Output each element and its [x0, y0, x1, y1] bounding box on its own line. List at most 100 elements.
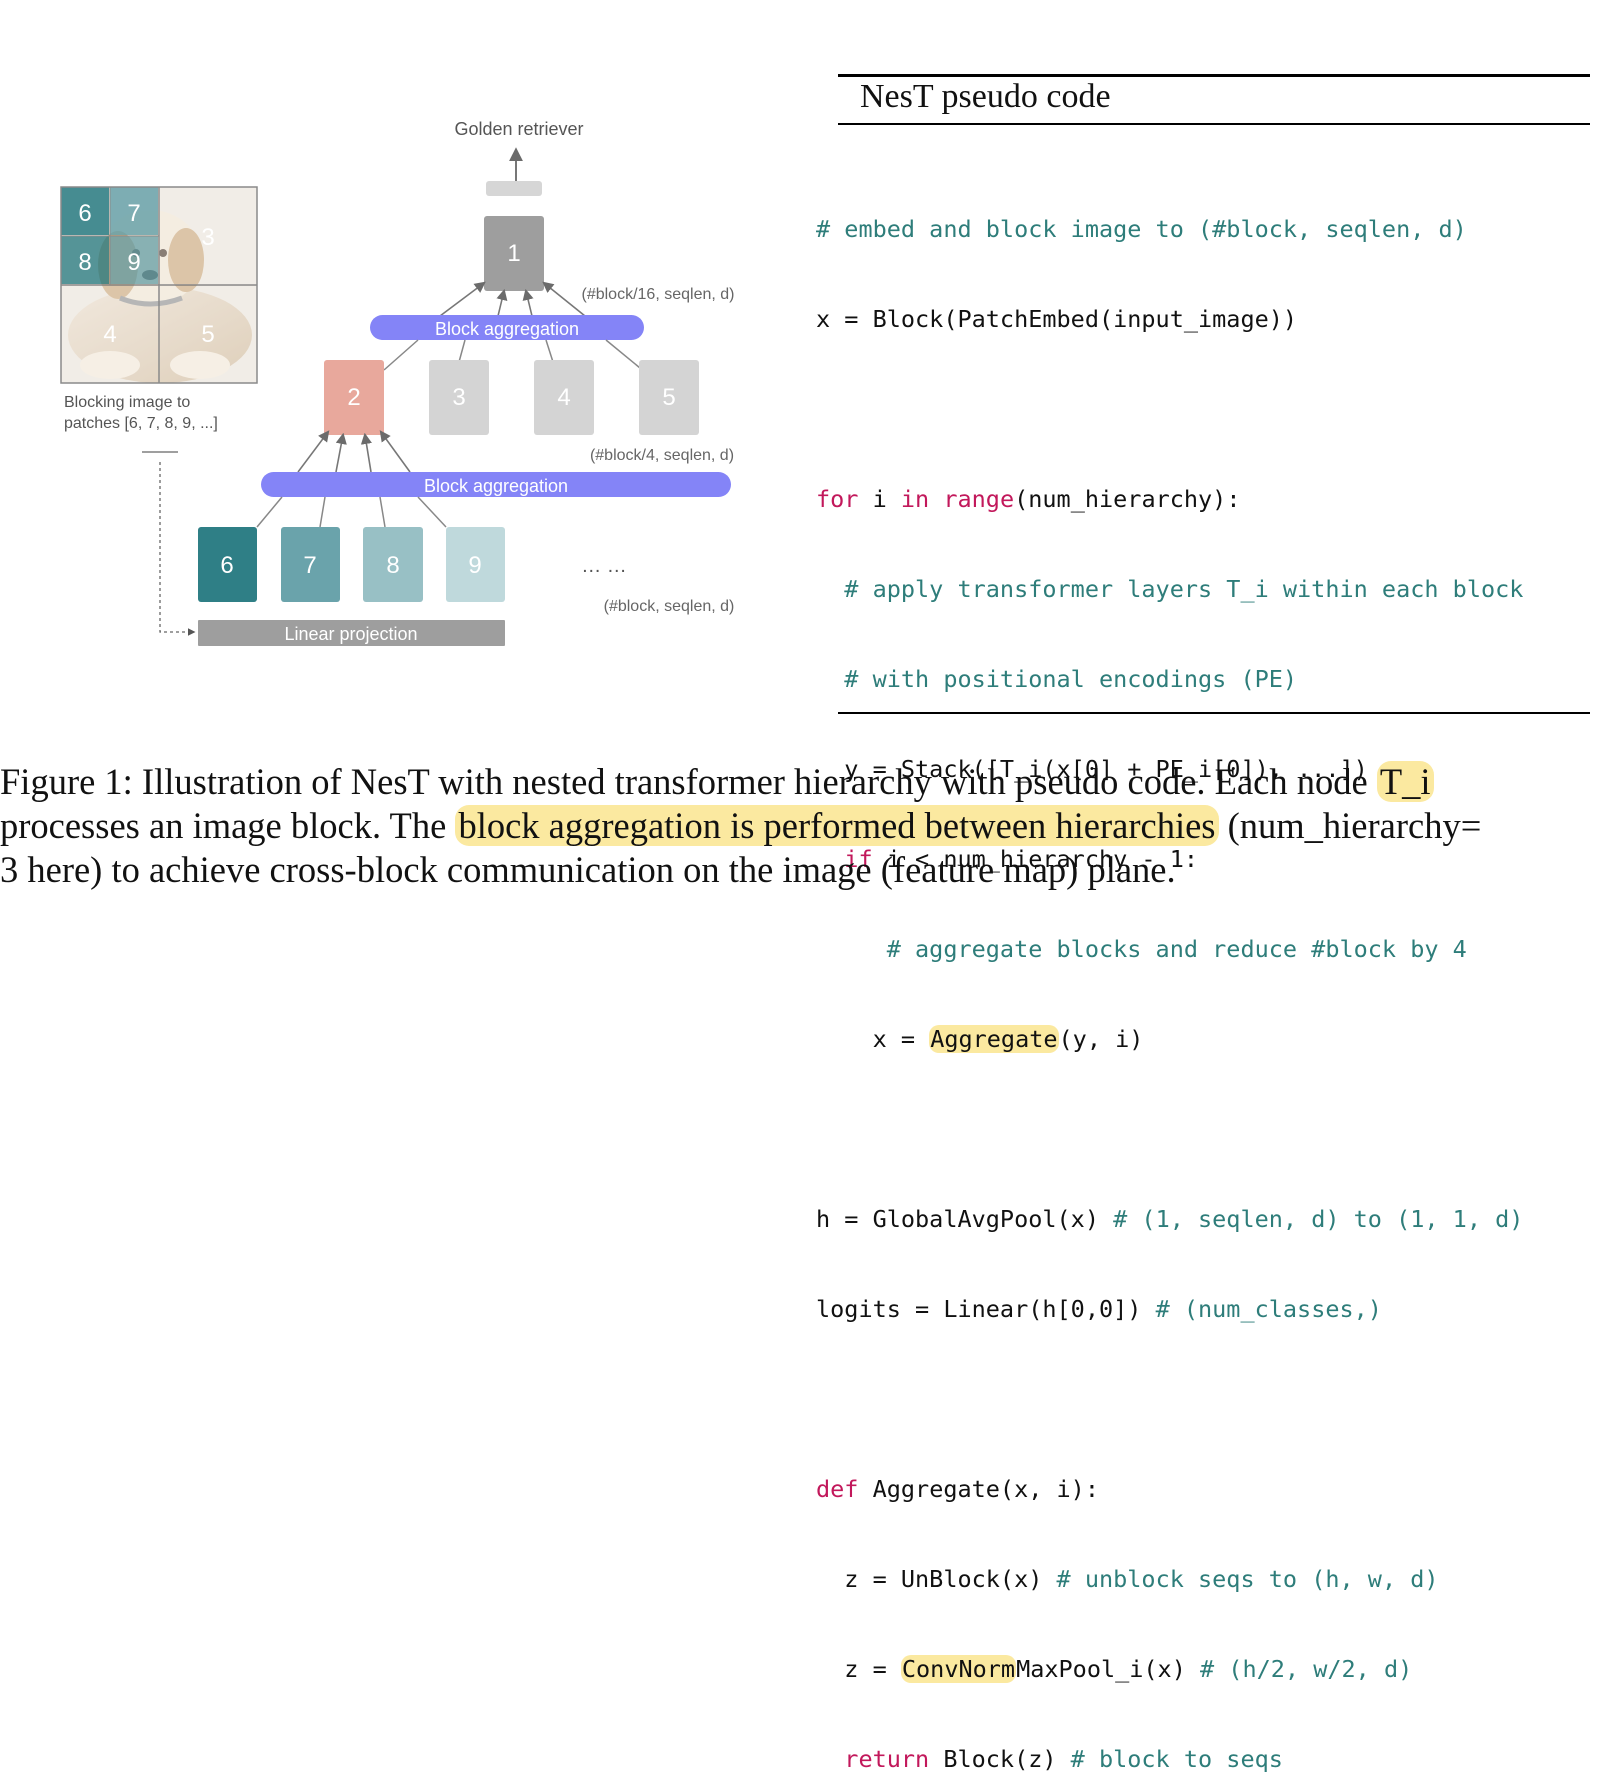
- link-node4: [545, 339, 554, 363]
- node-5-label: 5: [662, 384, 675, 411]
- image-cell-6: 6: [78, 200, 91, 227]
- node-9: [446, 527, 505, 602]
- caption-text: 3 here) to achieve cross-block communica…: [0, 849, 1176, 890]
- code-comment: # unblock seqs to (h, w, d): [1056, 1565, 1439, 1593]
- node-3: [429, 360, 489, 435]
- code-text: z =: [816, 1655, 901, 1683]
- code-line: h = GlobalAvgPool(x) # (1, seqlen, d) to…: [816, 1204, 1523, 1234]
- arrow-agg-upper-4: [542, 281, 586, 317]
- node-5: [639, 360, 699, 435]
- code-line-blank: [816, 1384, 1523, 1414]
- pseudo-code-title: NesT pseudo code: [860, 78, 1111, 115]
- input-image: [60, 186, 258, 384]
- class-token: [486, 181, 542, 196]
- code-text: (num_hierarchy):: [1014, 485, 1241, 513]
- link-node3: [458, 339, 466, 363]
- code-line: if i < num_hierarchy - 1:: [816, 844, 1523, 874]
- dashed-connector: [159, 462, 196, 636]
- highlight-aggregate: Aggregate: [929, 1025, 1059, 1053]
- code-comment: # (num_classes,): [1155, 1295, 1382, 1323]
- link-node7: [319, 496, 326, 528]
- code-line: z = ConvNormMaxPool_i(x) # (h/2, w/2, d): [816, 1654, 1523, 1684]
- code-comment: # (h/2, w/2, d): [1200, 1655, 1413, 1683]
- code-line: # apply transformer layers T_i within ea…: [816, 574, 1523, 604]
- code-comment: # with positional encodings (PE): [816, 665, 1298, 693]
- node-7-label: 7: [303, 552, 316, 579]
- node-top-label: 1: [507, 240, 520, 267]
- code-line-blank: [816, 394, 1523, 424]
- code-line: # embed and block image to (#block, seql…: [816, 214, 1523, 244]
- node-8-label: 8: [386, 552, 399, 579]
- pseudo-code: # embed and block image to (#block, seql…: [816, 154, 1523, 1786]
- figure-caption: Figure 1: Illustration of NesT with nest…: [0, 760, 1605, 892]
- code-line: y = Stack([T_i(x[0] + PE_i[0]), ...]): [816, 754, 1523, 784]
- arrow-agg-upper-3: [522, 288, 534, 317]
- code-keyword: for: [816, 485, 859, 513]
- ellipsis: … …: [581, 555, 627, 577]
- node-9-label: 9: [468, 552, 481, 579]
- caption-highlight-ti: T_i: [1376, 761, 1434, 802]
- code-line: z = UnBlock(x) # unblock seqs to (h, w, …: [816, 1564, 1523, 1594]
- code-line: def Aggregate(x, i):: [816, 1474, 1523, 1504]
- code-text: (y, i): [1058, 1025, 1144, 1053]
- aggregation-upper-label: Block aggregation: [435, 319, 579, 339]
- code-line: # aggregate blocks and reduce #block by …: [816, 934, 1523, 964]
- code-line: logits = Linear(h[0,0]) # (num_classes,): [816, 1294, 1523, 1324]
- image-cell-5: 5: [201, 321, 214, 348]
- node-7: [281, 527, 340, 602]
- arrow-agg-lower-4: [379, 430, 411, 473]
- shape-bottom: (#block, seqlen, d): [604, 598, 735, 615]
- arrow-agg-lower-3: [360, 432, 372, 473]
- bottom-rule: [838, 712, 1590, 714]
- code-line: return Block(z) # block to seqs: [816, 1744, 1523, 1774]
- code-keyword: def: [816, 1475, 859, 1503]
- nest-diagram: Golden retriever 1 (#block/16, seqlen, d…: [60, 119, 735, 646]
- code-line: for i in range(num_hierarchy):: [816, 484, 1523, 514]
- code-comment: # (1, seqlen, d) to (1, 1, d): [1113, 1205, 1524, 1233]
- linear-projection-label: Linear projection: [284, 624, 417, 644]
- code-text: i < num_hierarchy - 1:: [872, 845, 1199, 873]
- shape-mid: (#block/4, seqlen, d): [590, 447, 734, 464]
- arrow-agg-lower-1: [297, 430, 330, 473]
- caption-text: (num_hierarchy=: [1218, 805, 1482, 846]
- link-node9: [417, 496, 447, 528]
- code-text: x =: [816, 1025, 930, 1053]
- caption-text: processes an image block. The: [0, 805, 456, 846]
- node-2-label: 2: [347, 384, 360, 411]
- caption-text: Figure 1: Illustration of NesT with nest…: [0, 761, 1377, 802]
- code-text: i: [858, 485, 901, 513]
- image-caption-line2: patches [6, 7, 8, 9, ...]: [64, 415, 218, 432]
- node-6-label: 6: [220, 552, 233, 579]
- title-rule: [838, 123, 1590, 125]
- code-comment: # block to seqs: [1070, 1745, 1283, 1773]
- code-comment: # embed and block image to (#block, seql…: [816, 215, 1467, 243]
- aggregation-bar-upper: [370, 315, 644, 340]
- node-6: [198, 527, 257, 602]
- shape-top: (#block/16, seqlen, d): [582, 286, 735, 303]
- code-text: h = GlobalAvgPool(x): [816, 1205, 1114, 1233]
- arrow-agg-upper-2: [496, 288, 508, 317]
- aggregation-bar-lower: [261, 472, 731, 497]
- highlight-convnorm: ConvNorm: [900, 1655, 1017, 1683]
- image-cell-8: 8: [78, 249, 91, 276]
- image-cell-3: 3: [201, 224, 214, 251]
- node-2: [324, 360, 384, 435]
- code-keyword: in: [900, 485, 930, 513]
- code-keyword: range: [943, 485, 1015, 513]
- code-comment: # apply transformer layers T_i within ea…: [816, 575, 1524, 603]
- code-line: x = Block(PatchEmbed(input_image)): [816, 304, 1523, 334]
- code-line: x = Aggregate(y, i): [816, 1024, 1523, 1054]
- code-text: y = Stack([T_i(x[0] + PE_i[0]), ...]): [816, 755, 1368, 783]
- code-indent: [816, 1745, 844, 1773]
- output-label: Golden retriever: [454, 119, 583, 139]
- image-cell-9: 9: [127, 249, 140, 276]
- node-4-label: 4: [557, 384, 570, 411]
- code-text: x = Block(PatchEmbed(input_image)): [816, 305, 1298, 333]
- code-line: # with positional encodings (PE): [816, 664, 1523, 694]
- code-comment: # aggregate blocks and reduce #block by …: [816, 935, 1467, 963]
- arrow-agg-lower-2: [335, 432, 347, 473]
- caption-line-1: Figure 1: Illustration of NesT with nest…: [0, 760, 1605, 804]
- node-3-label: 3: [452, 384, 465, 411]
- code-text: MaxPool_i(x): [1016, 1655, 1201, 1683]
- top-rule: [838, 74, 1590, 77]
